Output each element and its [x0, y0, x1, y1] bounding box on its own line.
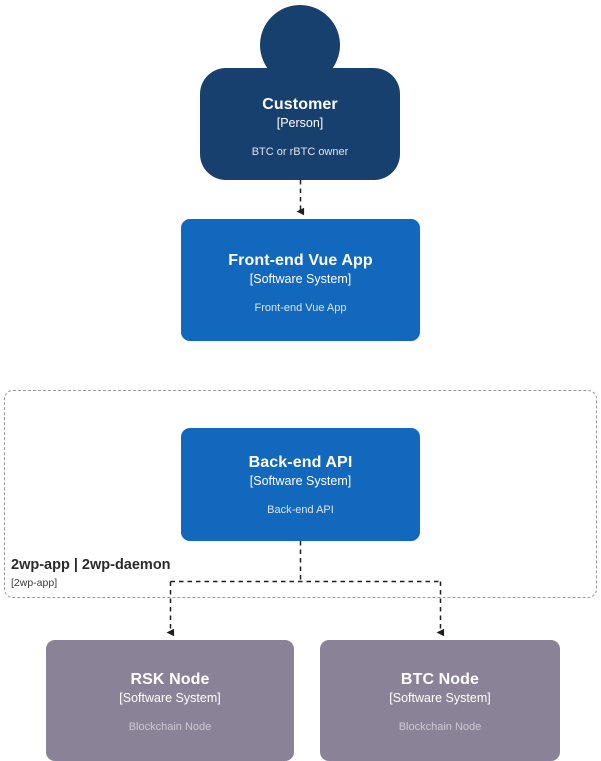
- node-btc-description: Blockchain Node: [398, 721, 482, 733]
- relationship-backend-to-nodes: [166, 541, 445, 637]
- person-body: Customer [Person] BTC or rBTC owner: [200, 68, 400, 180]
- node-rsk-type: [Software System]: [119, 691, 221, 705]
- node-rsk-description: Blockchain Node: [128, 721, 212, 733]
- node-frontend-type: [Software System]: [249, 272, 352, 286]
- boundary-tech-label: [2wp-app]: [11, 577, 58, 589]
- node-frontend-description: Front-end Vue App: [254, 302, 347, 314]
- node-btc-title: BTC Node: [400, 671, 480, 688]
- node-backend-title: Back-end API: [248, 454, 353, 471]
- node-btc-node[interactable]: BTC Node [Software System] Blockchain No…: [320, 640, 560, 761]
- node-backend-type: [Software System]: [249, 474, 352, 488]
- node-customer-type: [Person]: [276, 116, 324, 130]
- node-frontend-title: Front-end Vue App: [228, 252, 373, 269]
- node-customer[interactable]: Customer [Person] BTC or rBTC owner: [200, 5, 400, 180]
- node-customer-title: Customer: [262, 96, 338, 113]
- node-rsk-node[interactable]: RSK Node [Software System] Blockchain No…: [46, 640, 294, 761]
- node-backend-description: Back-end API: [267, 504, 334, 516]
- node-customer-description: BTC or rBTC owner: [251, 146, 349, 158]
- node-backend-api[interactable]: Back-end API [Software System] Back-end …: [181, 428, 420, 541]
- node-btc-type: [Software System]: [389, 691, 491, 705]
- node-frontend-vue-app[interactable]: Front-end Vue App [Software System] Fron…: [181, 219, 420, 341]
- node-rsk-title: RSK Node: [130, 671, 210, 688]
- boundary-name: 2wp-app | 2wp-daemon: [11, 557, 171, 573]
- boundary-2wp-app-label: 2wp-app | 2wp-daemon [2wp-app]: [11, 556, 171, 590]
